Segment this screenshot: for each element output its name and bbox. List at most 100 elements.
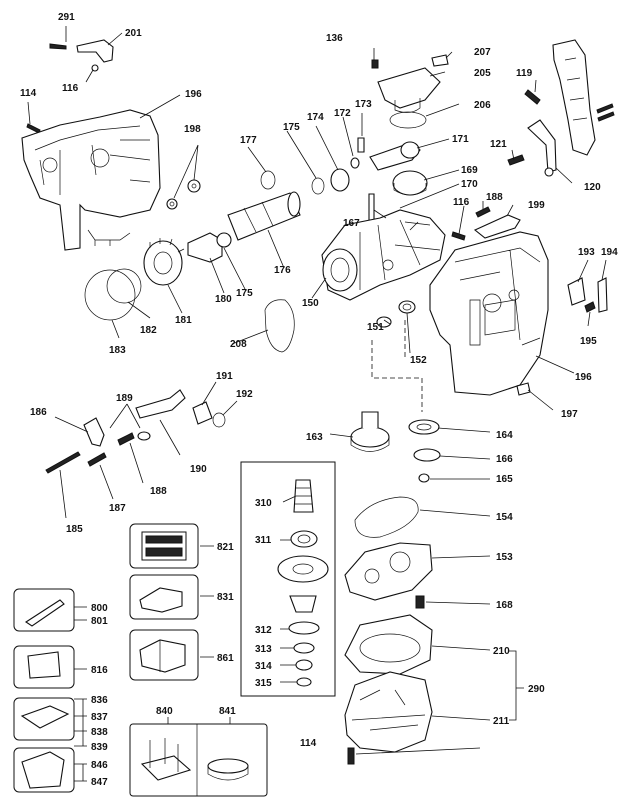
part-114-screw <box>26 123 41 134</box>
label-119: 119 <box>516 68 533 79</box>
part-195-screw <box>584 301 596 313</box>
part-192-ring <box>212 412 226 428</box>
part-handle <box>552 39 596 156</box>
part-205-cover <box>377 67 441 109</box>
label-315: 315 <box>255 678 272 689</box>
part-152-bearing <box>398 300 416 314</box>
label-153: 153 <box>496 552 513 563</box>
label-188b: 188 <box>150 486 167 497</box>
label-167: 167 <box>343 218 360 229</box>
part-206-seal <box>389 111 427 129</box>
part-180-shaft <box>187 232 223 263</box>
bearings-group <box>376 300 416 328</box>
label-185: 185 <box>66 524 83 535</box>
label-208: 208 <box>230 339 247 350</box>
part-166-ring <box>413 448 441 462</box>
label-311: 311 <box>255 535 272 546</box>
part-182-ring <box>106 268 142 304</box>
label-177: 177 <box>240 135 257 146</box>
label-151: 151 <box>367 322 384 333</box>
label-189: 189 <box>116 393 133 404</box>
part-188-spring-b <box>117 432 135 446</box>
part-168-screw <box>415 595 425 609</box>
label-314: 314 <box>255 661 272 672</box>
label-175a: 175 <box>283 122 300 133</box>
part-186-fork <box>83 417 105 447</box>
part-208-gasket <box>264 299 295 353</box>
label-136: 136 <box>326 33 343 44</box>
label-207: 207 <box>474 47 491 58</box>
label-187: 187 <box>109 503 126 514</box>
part-196-rear-housing <box>21 109 161 251</box>
label-211: 211 <box>493 716 510 727</box>
label-198: 198 <box>184 124 201 135</box>
label-114a: 114 <box>20 88 37 99</box>
label-312: 312 <box>255 625 272 636</box>
part-199-lever <box>473 214 521 239</box>
part-314-washer <box>295 659 313 671</box>
label-181: 181 <box>175 315 192 326</box>
main-housing-group <box>429 206 608 396</box>
handle-group <box>507 39 615 177</box>
label-171: 171 <box>452 134 469 145</box>
label-116b: 116 <box>453 197 470 208</box>
label-173: 173 <box>355 99 372 110</box>
part-210-housing <box>344 614 433 675</box>
part-311-bearing <box>290 530 318 548</box>
selector-group <box>45 389 226 474</box>
label-205: 205 <box>474 68 491 79</box>
label-166: 166 <box>496 454 513 465</box>
label-165: 165 <box>496 474 513 485</box>
label-206: 206 <box>474 100 491 111</box>
label-861: 861 <box>217 653 234 664</box>
label-114b: 114 <box>300 738 317 749</box>
label-846: 846 <box>91 760 108 771</box>
part-312-ring <box>288 621 320 635</box>
label-163: 163 <box>306 432 323 443</box>
label-196b: 196 <box>575 372 592 383</box>
label-821: 821 <box>217 542 234 553</box>
label-168: 168 <box>496 600 513 611</box>
part-175-ring-upper <box>311 177 325 195</box>
cover-group <box>371 54 449 129</box>
label-116a: 116 <box>62 83 79 94</box>
part-196-main-housing <box>429 231 549 396</box>
part-211-housing <box>344 671 433 753</box>
part-173-pin <box>357 137 365 153</box>
label-199: 199 <box>528 200 545 211</box>
label-313: 313 <box>255 644 272 655</box>
part-153-plate <box>344 542 433 601</box>
label-801: 801 <box>91 616 108 627</box>
part-201-clamp <box>76 39 114 63</box>
part-114-screw-b <box>347 747 355 765</box>
part-291-screw <box>49 43 67 50</box>
part-167-bolt <box>368 193 375 221</box>
label-154: 154 <box>496 512 513 523</box>
leader-lines <box>27 26 607 782</box>
lower-gear-group <box>344 411 441 765</box>
part-315-washer <box>296 677 312 687</box>
label-800: 800 <box>91 603 108 614</box>
label-172: 172 <box>334 108 351 119</box>
accessory-boxes <box>13 523 268 797</box>
label-194: 194 <box>601 247 618 258</box>
spindle-rings-group <box>84 137 446 353</box>
label-196a: 196 <box>185 89 202 100</box>
label-186: 186 <box>30 407 47 418</box>
part-183-ring <box>84 269 136 321</box>
part-175-ring-lower <box>216 232 232 248</box>
part-193-switch <box>567 277 586 306</box>
label-192: 192 <box>236 389 253 400</box>
assembly-line-a <box>371 340 423 412</box>
part-313-washer <box>293 642 315 654</box>
part-gear-large <box>277 555 329 583</box>
label-175b: 175 <box>236 288 253 299</box>
label-150: 150 <box>302 298 319 309</box>
rear-housing-group <box>21 39 201 251</box>
part-120-lever <box>527 119 557 173</box>
part-207-pad <box>431 54 449 67</box>
label-170: 170 <box>461 179 478 190</box>
label-210: 210 <box>493 646 510 657</box>
label-120: 120 <box>584 182 601 193</box>
